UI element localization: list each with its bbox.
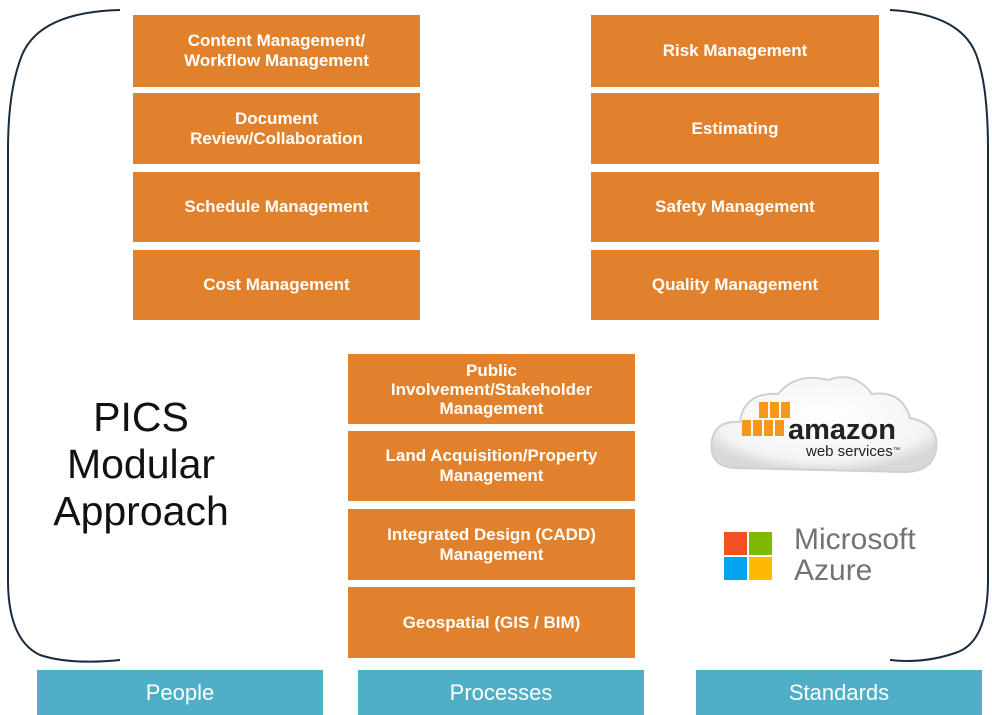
pics-modular-approach-title: PICS Modular Approach [53,394,229,534]
aws-subword: web services [805,443,893,460]
module-document-review: Document Review/Collaboration [133,93,420,164]
microsoft-windows-icon [724,532,772,580]
left-bracket [7,9,121,663]
footer-standards: Standards [696,670,982,715]
module-estimating: Estimating [591,93,879,164]
aws-word: amazon [788,414,896,446]
aws-trademark: ™ [893,447,900,454]
footer-processes: Processes [358,670,644,715]
azure-text: Microsoft Azure [794,523,916,587]
module-safety-management: Safety Management [591,172,879,242]
aws-logo: amazon web services ™ [704,368,944,488]
microsoft-azure-logo: Microsoft Azure [712,514,942,596]
module-content-management: Content Management/ Workflow Management [133,15,420,87]
module-schedule-management: Schedule Management [133,172,420,242]
footer-people: People [37,670,323,715]
module-land-acquisition: Land Acquisition/Property Management [348,431,635,501]
module-integrated-design: Integrated Design (CADD) Management [348,509,635,580]
module-quality-management: Quality Management [591,250,879,320]
module-geospatial: Geospatial (GIS / BIM) [348,587,635,658]
aws-cloud-icon: amazon web services ™ [710,376,938,474]
module-public-involvement: Public Involvement/Stakeholder Managemen… [348,354,635,424]
module-cost-management: Cost Management [133,250,420,320]
module-risk-management: Risk Management [591,15,879,87]
